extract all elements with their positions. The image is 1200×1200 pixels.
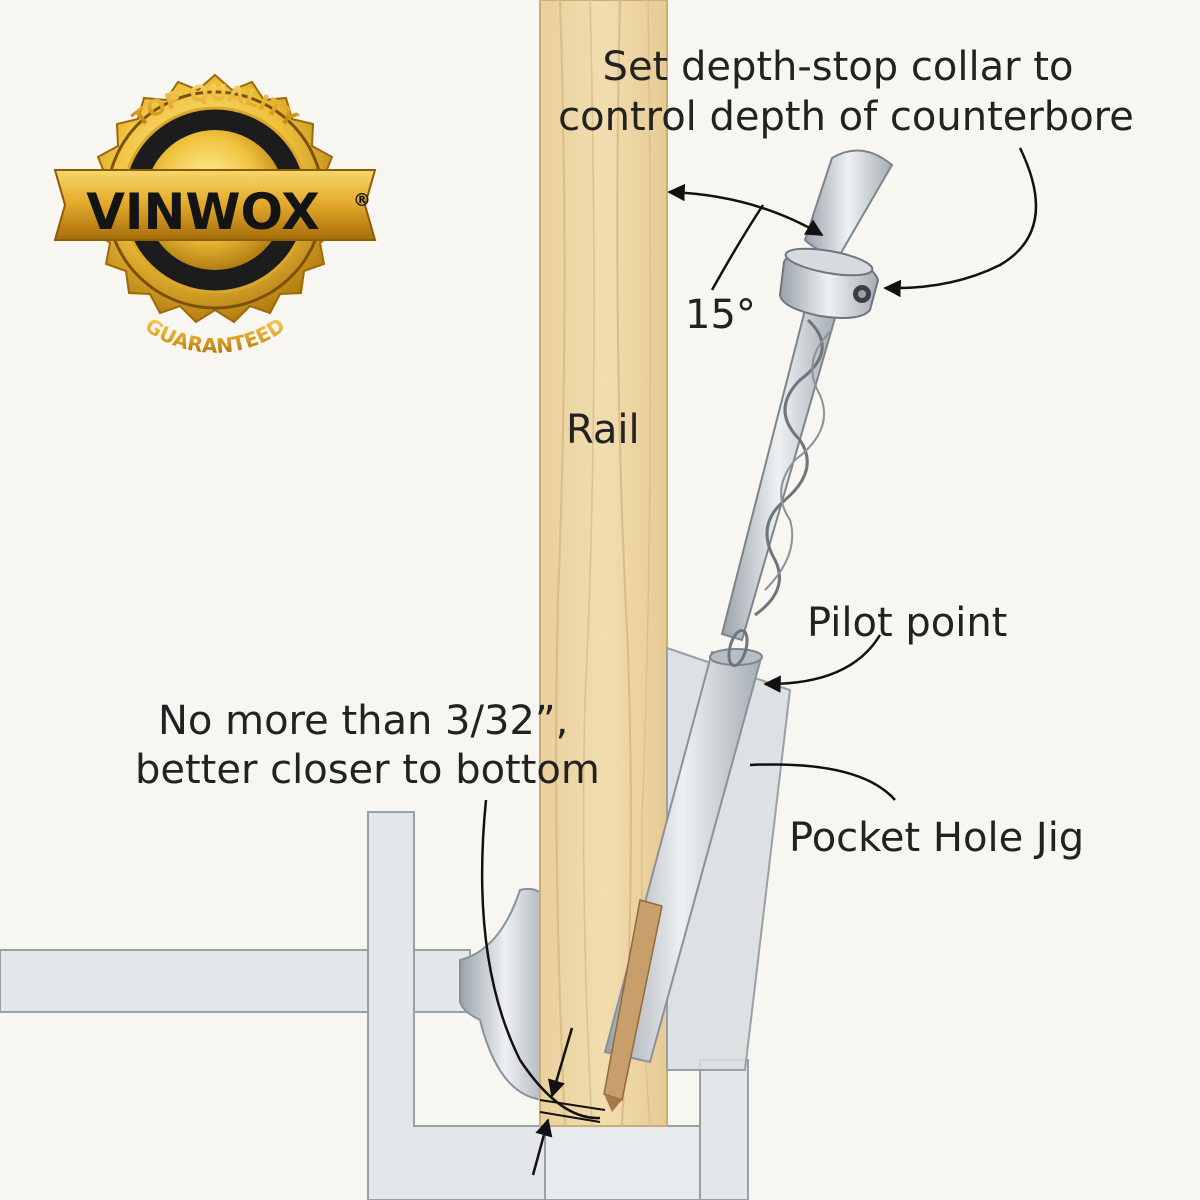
angle-label: 15° bbox=[685, 292, 756, 338]
badge-registered-mark: ® bbox=[353, 190, 371, 211]
depth-stop-label-line1: Set depth-stop collar to bbox=[603, 44, 1074, 90]
angle-indicator bbox=[667, 183, 824, 291]
depth-stop-collar bbox=[778, 247, 880, 319]
badge-ribbon bbox=[53, 169, 377, 241]
pocket-hole-jig-label: Pocket Hole Jig bbox=[789, 815, 1084, 861]
leader-lines bbox=[480, 147, 1038, 1176]
clearance-label-line1: No more than 3/32”, bbox=[158, 698, 568, 744]
depth-stop-label-line2: control depth of counterbore bbox=[558, 94, 1134, 140]
clamp-bar bbox=[0, 887, 552, 1102]
clearance-label-line2: better closer to bottom bbox=[135, 747, 600, 793]
badge-brand: VINWOX bbox=[86, 183, 320, 241]
badge-bottom-text: GUARANTEED bbox=[141, 313, 289, 358]
pilot-point-label: Pilot point bbox=[807, 600, 1007, 646]
vinwox-badge: TOP QUALITY GUARANTEED VINWOX ® bbox=[53, 73, 377, 358]
pilot-bit bbox=[603, 899, 663, 1112]
rail-label: Rail bbox=[566, 407, 640, 453]
